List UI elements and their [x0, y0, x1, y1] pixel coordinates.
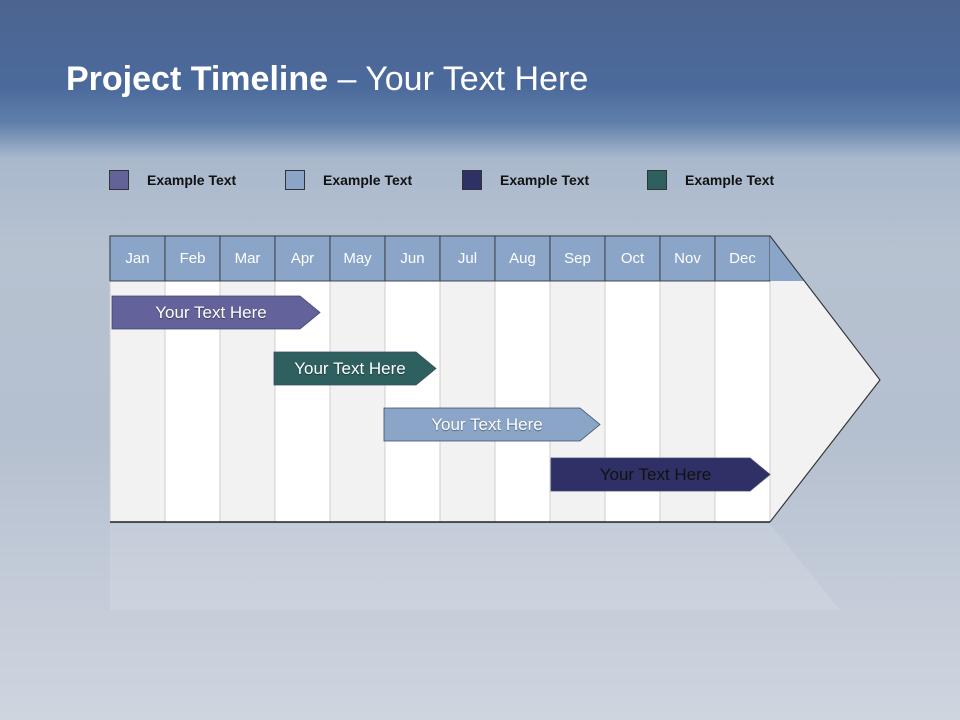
title-bold: Project Timeline — [66, 60, 329, 98]
month-label: Mar — [234, 250, 261, 267]
month-label: Aug — [509, 250, 536, 267]
month-column — [439, 280, 496, 523]
legend-label: Example Text — [323, 172, 413, 188]
month-label: Jan — [125, 250, 150, 267]
month-header-cell — [329, 235, 386, 282]
month-header-cell — [109, 235, 166, 282]
legend-swatch — [285, 170, 305, 190]
month-header-cell — [549, 235, 606, 282]
month-header-cell — [714, 235, 771, 282]
task-label: Your Text Here — [431, 415, 543, 434]
legend-item: Example Text — [647, 170, 774, 190]
month-header-cell — [384, 235, 441, 282]
month-label: Apr — [290, 250, 315, 267]
arrow-edge — [769, 379, 881, 523]
month-header-cell — [219, 235, 276, 282]
page-title: Project Timeline – Your Text Here — [66, 60, 588, 99]
legend-swatch — [462, 170, 482, 190]
task-bar — [550, 457, 771, 492]
month-label: May — [343, 250, 372, 267]
title-rest: – Your Text Here — [328, 60, 589, 98]
reflection — [110, 524, 840, 610]
month-header-cell — [494, 235, 551, 282]
legend-item: Example Text — [462, 170, 589, 190]
month-label: Jul — [457, 250, 478, 267]
month-column — [494, 280, 551, 523]
month-label: Nov — [674, 250, 701, 267]
task-label: Your Text Here — [294, 359, 406, 378]
month-label: Dec — [729, 250, 756, 267]
task-label: Your Text Here — [599, 465, 712, 484]
legend-item: Example Text — [109, 170, 236, 190]
month-label: Sep — [564, 250, 591, 267]
legend-label: Example Text — [685, 172, 775, 188]
month-column — [384, 280, 441, 523]
legend-label: Example Text — [500, 172, 590, 188]
month-header-cell — [274, 235, 331, 282]
legend-swatch — [647, 170, 667, 190]
task-label: Your Text Here — [155, 303, 267, 322]
task-bar — [383, 407, 601, 442]
legend-item: Example Text — [285, 170, 412, 190]
month-header-cell — [164, 235, 221, 282]
legend-swatch — [109, 170, 129, 190]
arrow-edge — [769, 235, 881, 381]
month-label: Oct — [620, 250, 645, 267]
month-label: Jun — [400, 250, 425, 267]
month-column — [329, 280, 386, 523]
task-bar — [111, 295, 321, 330]
month-label: Feb — [179, 250, 206, 267]
legend-label: Example Text — [147, 172, 237, 188]
task-bar — [273, 351, 437, 386]
month-header-cell — [439, 235, 496, 282]
month-header-cell — [604, 235, 661, 282]
